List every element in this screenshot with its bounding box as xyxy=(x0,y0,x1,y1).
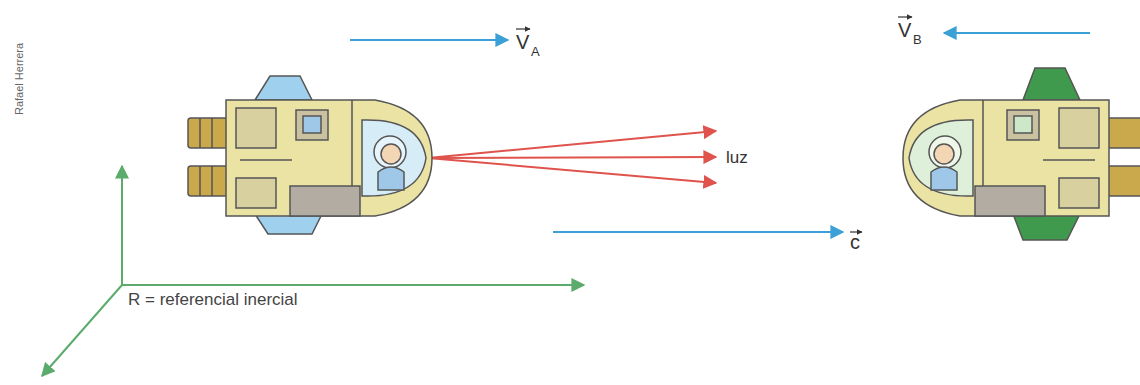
frame-label: R = referencial inercial xyxy=(128,291,298,308)
credit-watermark: Rafael Herrera xyxy=(14,43,25,115)
spaceship-a xyxy=(188,76,432,234)
light-speed-symbol: c xyxy=(850,232,860,252)
velocity-subscript: A xyxy=(531,45,540,58)
frame-axes xyxy=(42,166,584,376)
velocity-symbol: V xyxy=(516,32,529,52)
velocity-subscript: B xyxy=(913,33,922,46)
vector-signs xyxy=(516,17,912,232)
light-label: luz xyxy=(726,149,748,166)
spaceship-b xyxy=(903,68,1140,240)
light-rays xyxy=(428,131,716,183)
velocity-symbol: V xyxy=(898,20,911,40)
